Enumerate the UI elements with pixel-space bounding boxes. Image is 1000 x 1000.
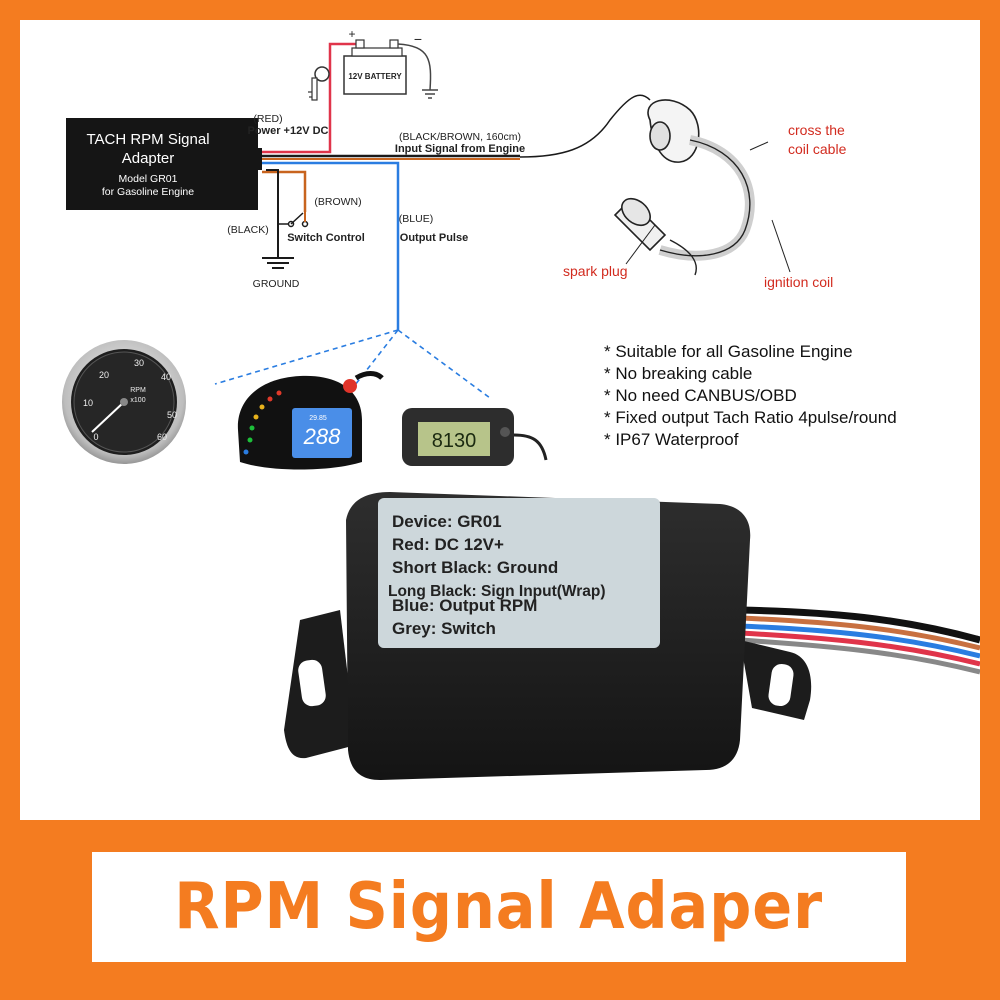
device-label-line-5: Blue: Output RPM xyxy=(392,596,537,615)
blue-wire-label: Output Pulse xyxy=(400,232,468,244)
coil-label-ignition: ignition coil xyxy=(764,274,833,290)
device-label-line-1: Device: GR01 xyxy=(392,512,502,531)
feature-1: * Suitable for all Gasoline Engine xyxy=(604,342,853,361)
tachometer-gauge: 0 10 20 30 40 50 60 RPM x100 xyxy=(62,340,186,464)
feature-3: * No need CANBUS/OBD xyxy=(604,386,797,405)
dashboard-led-arc xyxy=(243,390,282,455)
brown-wire xyxy=(262,170,307,212)
ground-label: GROUND xyxy=(253,278,300,290)
meter-display: 8130 xyxy=(432,430,477,452)
device-cables xyxy=(739,606,981,675)
product-image: TACH RPM Signal Adapter Model GR01 for G… xyxy=(20,20,981,820)
adapter-model: Model GR01 xyxy=(119,173,178,185)
input-wire-label: Input Signal from Engine xyxy=(395,143,525,155)
device-label-line-4: Long Black: Sign Input(Wrap) xyxy=(388,583,606,600)
input-wire-color: (BLACK/BROWN, 160cm) xyxy=(399,131,521,143)
battery-minus: − xyxy=(414,31,422,47)
ground-icon xyxy=(262,257,294,269)
gauge-tick-0: 0 xyxy=(93,432,98,442)
coil-label-spark: spark plug xyxy=(563,263,628,279)
coil-label-cable: coil cable xyxy=(788,141,847,157)
dashboard-small: 29.85 xyxy=(309,415,327,422)
gauge-tick-60: 60 xyxy=(157,432,167,442)
digital-dashboard: 288 29.85 xyxy=(237,371,384,470)
device-label-line-2: Red: DC 12V+ xyxy=(392,535,504,554)
gauge-tick-40: 40 xyxy=(161,372,171,382)
gauge-label-rpm: RPM xyxy=(130,387,146,394)
device-label-line-6: Grey: Switch xyxy=(392,619,496,638)
feature-4: * Fixed output Tach Ratio 4pulse/round xyxy=(604,408,897,427)
gauge-needle xyxy=(91,398,128,433)
battery-plus: + xyxy=(348,27,355,41)
ignition-coil-illustration xyxy=(613,99,791,276)
gauge-tick-10: 10 xyxy=(83,398,93,408)
gauge-label-x100: x100 xyxy=(130,397,145,404)
gauge-tick-30: 30 xyxy=(134,358,144,368)
banner-title: RPM Signal Adaper xyxy=(174,870,824,944)
adapter-title-2: Adapter xyxy=(122,150,175,167)
coil-label-cross: cross the xyxy=(788,122,845,138)
switch-label: Switch Control xyxy=(287,232,365,244)
black-wire-color: (BLACK) xyxy=(227,224,268,236)
red-wire xyxy=(258,42,356,154)
digital-meter: 8130 xyxy=(402,408,548,466)
key-icon xyxy=(308,66,330,101)
red-wire-color: (RED) xyxy=(253,113,282,125)
dashboard-start-button xyxy=(343,379,357,393)
battery-icon: 12V BATTERY + − xyxy=(343,27,438,99)
dashboard-display: 288 xyxy=(303,424,341,449)
battery-label: 12V BATTERY xyxy=(348,72,402,81)
gauge-tick-50: 50 xyxy=(167,410,177,420)
gauge-tick-20: 20 xyxy=(99,370,109,380)
black-wire xyxy=(266,169,279,258)
gr01-device: Device: GR01 Red: DC 12V+ Short Black: G… xyxy=(284,492,981,780)
title-banner: RPM Signal Adaper xyxy=(92,852,906,962)
input-wire xyxy=(258,94,651,160)
blue-wire xyxy=(258,161,400,330)
feature-2: * No breaking cable xyxy=(604,364,753,383)
device-label-line-3: Short Black: Ground xyxy=(392,558,558,577)
wiring-diagram: TACH RPM Signal Adapter Model GR01 for G… xyxy=(62,27,981,780)
feature-5: * IP67 Waterproof xyxy=(604,430,739,449)
blue-wire-color: (BLUE) xyxy=(399,213,433,225)
red-wire-label: Power +12V DC xyxy=(247,125,328,137)
adapter-title-1: TACH RPM Signal xyxy=(86,131,209,148)
switch-symbol xyxy=(278,212,309,228)
adapter-engine: for Gasoline Engine xyxy=(102,186,194,198)
adapter-box: TACH RPM Signal Adapter Model GR01 for G… xyxy=(66,118,262,210)
brown-wire-color: (BROWN) xyxy=(314,196,361,208)
